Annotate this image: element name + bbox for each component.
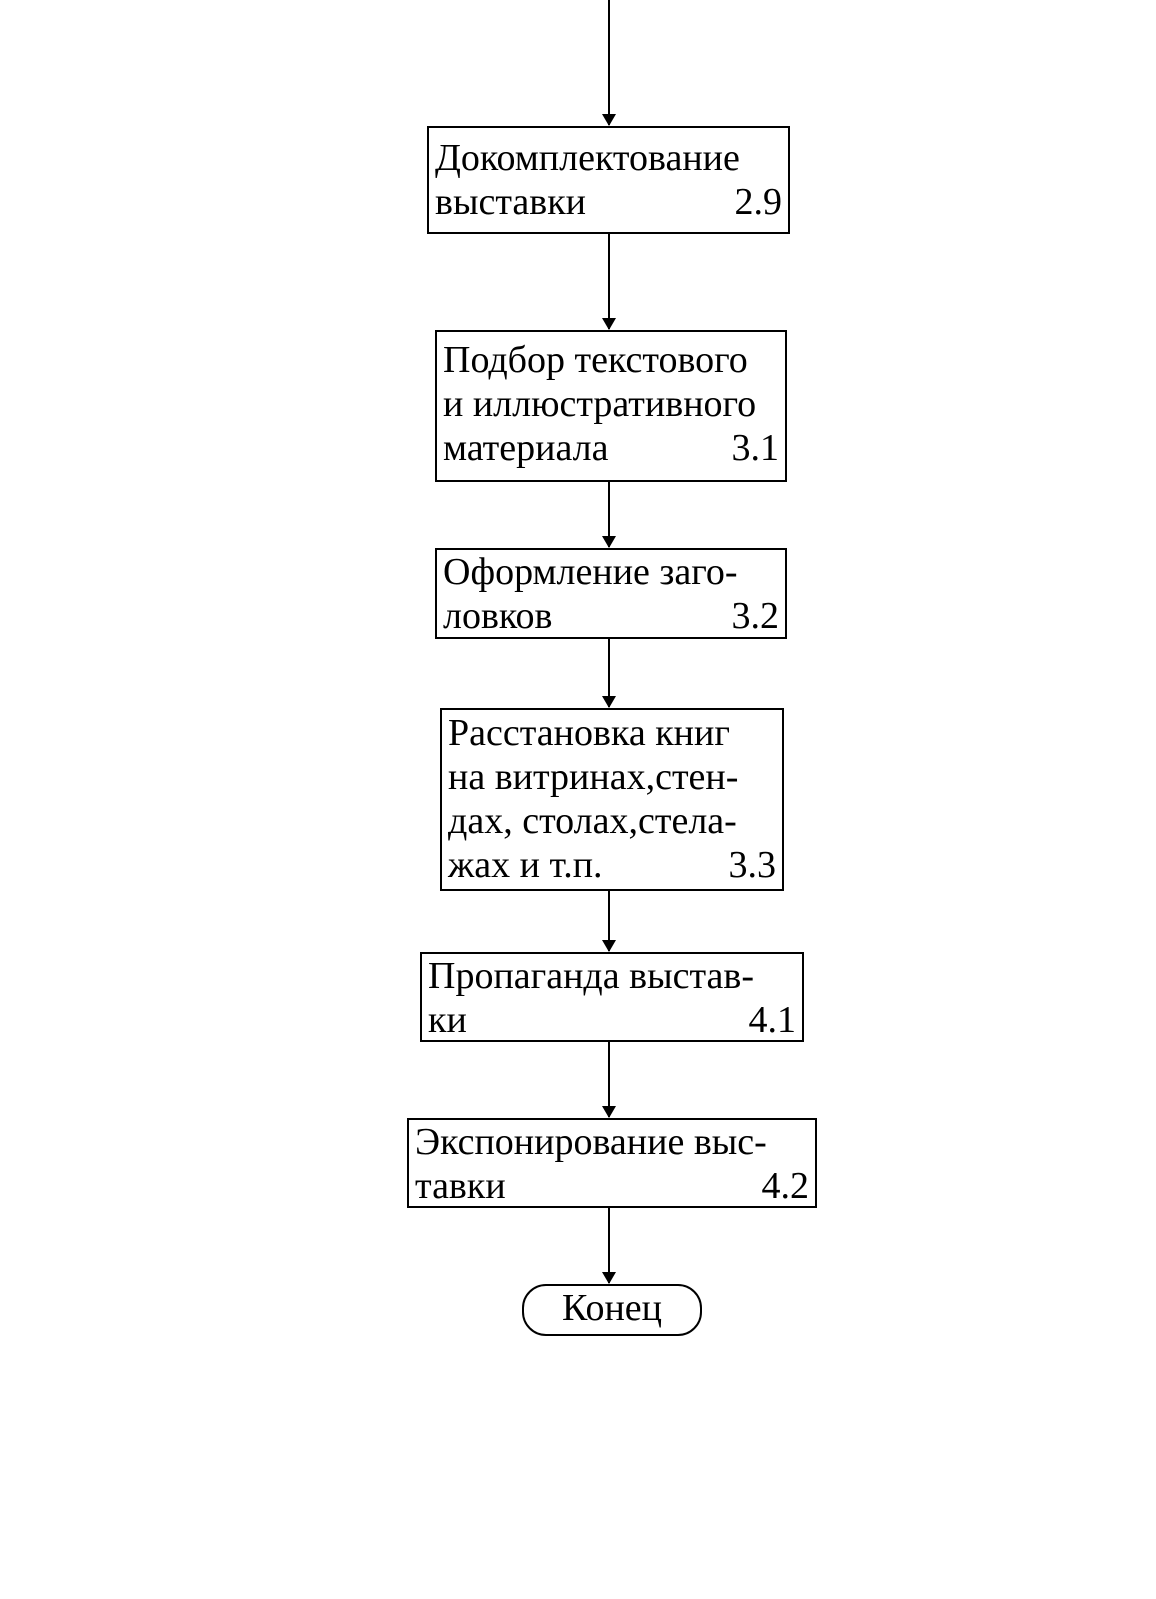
- process-text-line: материала: [443, 427, 609, 469]
- process-text-line: на витринах,стен-: [448, 756, 739, 798]
- process-box-2-9: Докомплектование выставки 2.9: [427, 126, 790, 234]
- process-text-line: жах и т.п.: [448, 844, 603, 886]
- process-text-line: Пропаганда выстав-: [428, 955, 755, 997]
- process-text-line: выставки: [435, 181, 587, 223]
- process-text-line: Докомплектование: [435, 137, 740, 179]
- process-box-3-1: Подбор текстового и иллюстративного мате…: [435, 330, 787, 482]
- process-code: 4.2: [761, 1165, 810, 1207]
- end-terminator: Конец: [522, 1284, 702, 1336]
- process-box-3-2: Оформление заго- ловков 3.2: [435, 548, 787, 639]
- process-text-line: Экспонирование выс-: [415, 1121, 767, 1163]
- process-text-line: дах, столах,стела-: [448, 800, 737, 842]
- process-text-line: Расстановка книг: [448, 712, 730, 754]
- process-code: 3.3: [728, 844, 777, 886]
- process-code: 3.1: [731, 427, 780, 469]
- process-text-line: и иллюстративного: [443, 383, 757, 425]
- end-label: Конец: [562, 1287, 662, 1329]
- process-code: 3.2: [731, 595, 780, 637]
- process-box-4-1: Пропаганда выстав- ки 4.1: [420, 952, 804, 1042]
- process-code: 2.9: [734, 181, 783, 223]
- process-box-4-2: Экспонирование выс- тавки 4.2: [407, 1118, 817, 1208]
- process-box-3-3: Расстановка книг на витринах,стен- дах, …: [440, 708, 784, 891]
- process-text-line: ловков: [443, 595, 553, 637]
- process-code: 4.1: [748, 999, 797, 1041]
- process-text-line: Подбор текстового: [443, 339, 748, 381]
- process-text-line: Оформление заго-: [443, 551, 738, 593]
- process-text-line: ки: [428, 999, 467, 1041]
- process-text-line: тавки: [415, 1165, 506, 1207]
